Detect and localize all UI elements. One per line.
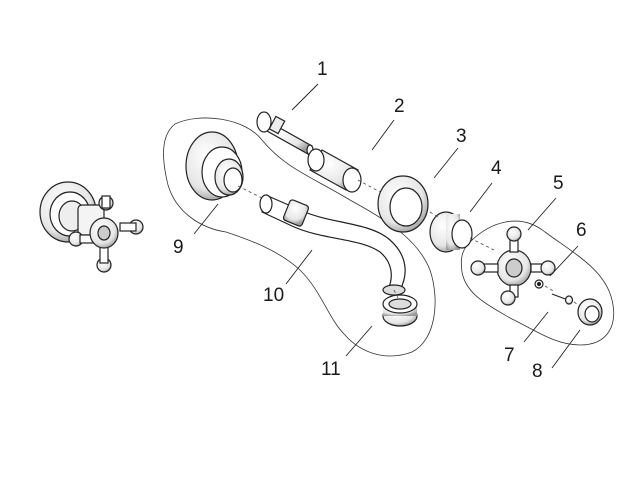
spout-part — [259, 194, 406, 296]
callout-7: 7 — [504, 345, 515, 366]
right-cross-handle-part — [470, 226, 556, 306]
bonnet-nut-part — [429, 211, 473, 253]
trim-ring-part — [377, 175, 429, 233]
callout-6: 6 — [576, 220, 587, 241]
callout-5: 5 — [553, 173, 564, 194]
aerator-part — [382, 294, 418, 327]
callout-1: 1 — [317, 59, 328, 80]
spout-group-outline — [163, 117, 436, 357]
left-cross-handle-valve — [39, 181, 144, 273]
right-handle-group-outline — [460, 220, 615, 346]
index-cap-part — [577, 298, 603, 326]
callout-11: 11 — [321, 359, 341, 380]
flange-rosette-part — [185, 131, 244, 201]
callout-9: 9 — [173, 237, 184, 258]
washer-part — [534, 279, 544, 289]
assembly-axis-lines — [237, 179, 581, 307]
callout-3: 3 — [456, 126, 467, 147]
screw-part — [551, 293, 574, 305]
callout-2: 2 — [394, 96, 405, 117]
callout-4: 4 — [491, 158, 502, 179]
cartridge-stem-part — [256, 111, 314, 156]
callout-8: 8 — [532, 361, 543, 382]
leader-lines — [193, 83, 581, 369]
sleeve-part — [307, 148, 362, 193]
callout-10: 10 — [263, 285, 285, 306]
